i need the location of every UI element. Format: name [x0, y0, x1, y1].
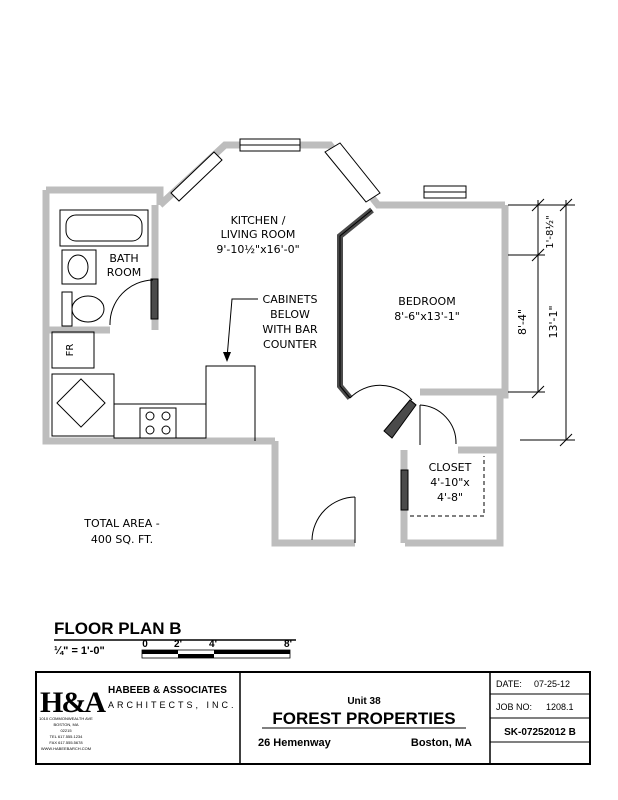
total-area-line2: 400 SQ. FT. [91, 533, 153, 546]
cabinets-note-line1: CABINETS [263, 293, 318, 306]
scale-bar: 0 2' 4' 8' [141, 639, 292, 659]
bedroom-door-swing [349, 384, 413, 401]
bedroom-angled-wall [337, 207, 374, 400]
stove-burner-2 [161, 411, 171, 421]
window-bay-right [324, 142, 381, 203]
scale-seg-3 [214, 650, 290, 654]
job-label: JOB NO: [496, 702, 532, 712]
total-area-line1: TOTAL AREA - [83, 517, 160, 530]
toilet-tank [61, 291, 73, 327]
bathtub-inner [65, 214, 143, 242]
kitchen-fixtures [51, 331, 256, 441]
dim-text-2: 8'-4" [516, 309, 529, 335]
dim-tick-3 [531, 385, 545, 399]
bathtub [59, 209, 149, 247]
firm-address-4: FAX 617.555.5678 [49, 740, 83, 745]
firm-logo: H&A [40, 686, 106, 719]
sink-counter [61, 249, 97, 285]
closet-size-line2: 4'-8" [437, 491, 463, 504]
cabinets-leader [226, 298, 258, 359]
dim-tick-2 [531, 248, 545, 262]
cabinets-leader-arrow [223, 352, 231, 362]
scale-tick-0: 0 [142, 639, 148, 650]
dim-text-1: 1'-8½" [544, 215, 556, 248]
window-bay-left [170, 151, 223, 202]
cabinets-note-line4: COUNTER [263, 338, 317, 351]
firm-address-2: 02215 [60, 728, 72, 733]
dim-tick-4 [559, 198, 573, 212]
stove [139, 407, 177, 439]
kitchen-counter [113, 403, 207, 439]
entry-door-swing [311, 496, 356, 541]
bath-fixtures [59, 209, 149, 327]
sheet-number: SK-07252012 B [504, 727, 576, 738]
door-swings [109, 279, 457, 543]
bath-door-slab [150, 278, 159, 320]
dim-text-3: 13'-1" [547, 305, 560, 338]
title-block: H&A HABEEB & ASSOCIATES ARCHITECTS, INC.… [35, 671, 591, 765]
wall-top-left [46, 186, 164, 205]
sink-cabinet [51, 373, 115, 437]
bay-windows [170, 138, 467, 203]
kitchen-size: 9'-10½"x16'-0" [216, 243, 299, 256]
dim-tick-5 [559, 433, 573, 447]
bath-label-line1: BATH [109, 252, 138, 265]
bedroom-label: BEDROOM [398, 295, 455, 308]
project-unit: Unit 38 [347, 696, 381, 707]
project-name: FOREST PROPERTIES [272, 709, 455, 728]
door-slabs [150, 278, 417, 511]
scale-label: ¼" = 1'-0" [54, 645, 105, 657]
stove-burner-1 [145, 411, 155, 421]
project-city: Boston, MA [411, 737, 472, 749]
closet-door-swing [419, 404, 457, 445]
firm-name-line2: ARCHITECTS, INC. [108, 700, 237, 710]
toilet-bowl [71, 295, 105, 323]
dimension-lines [508, 198, 575, 447]
closet-shelf [410, 456, 485, 517]
closet-label: CLOSET [429, 461, 472, 474]
kitchen-label-line1: KITCHEN / [231, 214, 286, 227]
kitchen-sink [56, 378, 106, 428]
stove-burner-3 [145, 425, 155, 435]
stove-burner-4 [161, 425, 171, 435]
date-value: 07-25-12 [534, 679, 570, 689]
kitchen-label-line2: LIVING ROOM [221, 228, 296, 241]
job-value: 1208.1 [546, 702, 574, 712]
scale-tick-4: 4' [209, 639, 217, 650]
fridge [51, 331, 95, 369]
wall-bottom [271, 441, 355, 547]
closet-door-slab [400, 469, 409, 511]
fridge-label: FR [65, 344, 76, 357]
closet-size-line1: 4'-10"x [430, 476, 470, 489]
date-label: DATE: [496, 679, 522, 689]
sink-basin [67, 254, 89, 280]
cabinets-note-line3: WITH BAR [262, 323, 318, 336]
wall-left [42, 190, 275, 445]
bar-counter [205, 365, 256, 441]
firm-address-3: TEL 617.555.1234 [50, 734, 84, 739]
bedroom-angled-wall-edge [339, 209, 373, 399]
bath-door-swing [109, 279, 154, 326]
bath-label-line2: ROOM [107, 266, 141, 279]
bedroom-door-slab [383, 399, 417, 439]
firm-name-line1: HABEEB & ASSOCIATES [108, 685, 227, 696]
plan-title: FLOOR PLAN B [54, 619, 182, 638]
firm-address-1: BOSTON, MA [53, 722, 78, 727]
scale-seg-2 [178, 654, 214, 658]
firm-address-5: WWW.HABEEBARCH.COM [41, 746, 91, 751]
dim-tick-1 [531, 198, 545, 212]
project-street: 26 Hemenway [258, 737, 332, 749]
cabinets-note-line2: BELOW [270, 308, 310, 321]
scale-tick-8: 8' [284, 639, 292, 650]
scale-tick-2: 2' [174, 639, 182, 650]
bedroom-size: 8'-6"x13'-1" [394, 310, 460, 323]
firm-address-0: 1010 COMMONWEALTH AVE [39, 716, 93, 721]
scale-seg-1 [142, 650, 178, 654]
scale-outline [141, 649, 291, 659]
